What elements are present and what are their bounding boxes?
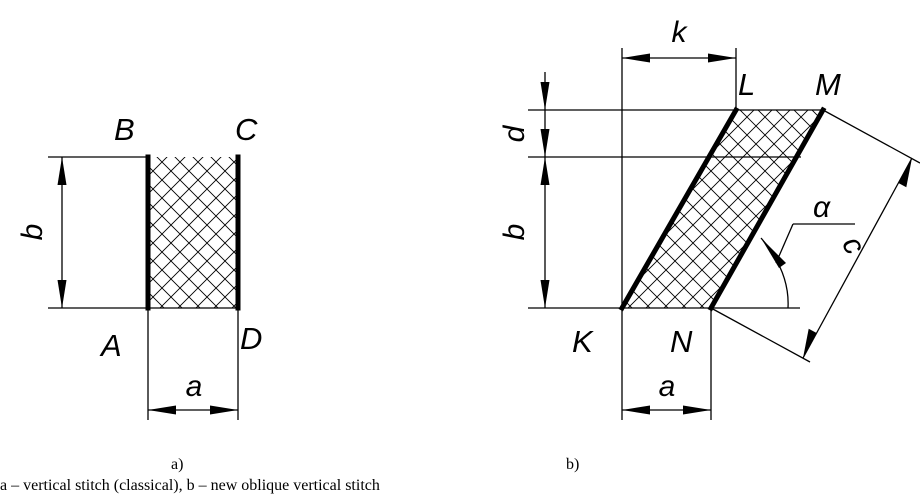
- figure-a: B C A D b a: [16, 112, 262, 420]
- figure-b-dim-c-arrow-bottom: [803, 328, 817, 358]
- figure-a-hatch: [148, 157, 238, 308]
- point-label-d: D: [240, 321, 262, 356]
- figure-b-c-extension-top: [822, 109, 920, 164]
- figure-a-dim-a-label: a: [186, 370, 203, 403]
- figure-b-dim-k-arrow-right: [708, 53, 736, 63]
- point-label-n: N: [670, 324, 693, 359]
- figure-b-edge-nm: [707, 106, 827, 312]
- figure-b-c-extension-bottom: [710, 307, 811, 363]
- figure-caption: a – vertical stitch (classical), b – new…: [0, 477, 380, 494]
- figure-a-dim-b-label: b: [16, 224, 49, 241]
- figure-a-dim-a-arrow-left: [148, 405, 176, 415]
- point-label-k: K: [572, 324, 594, 359]
- point-label-c: C: [235, 112, 258, 147]
- figure-b-dim-c-label: c: [835, 231, 871, 260]
- figure-a-dim-b-arrow-bottom: [57, 280, 67, 308]
- figure-b-angle-leader: [775, 223, 794, 264]
- figure-b-angle-arrow: [761, 238, 786, 268]
- point-label-m: M: [815, 67, 841, 102]
- figure-b-hatch: [622, 110, 823, 308]
- figure-b-dim-b-arrow-top: [540, 157, 550, 185]
- sub-caption-b: b): [566, 456, 580, 473]
- figure-b-dim-a-label: a: [659, 370, 676, 403]
- figure-b-dim-d-label: d: [498, 124, 531, 142]
- figure-b-dim-b-label: b: [498, 224, 531, 241]
- figure-b-dim-c-arrow-top: [898, 158, 912, 188]
- point-label-b: B: [114, 112, 135, 147]
- figure-a-dim-b-arrow-top: [57, 157, 67, 185]
- figure-b-dim-c-line: [802, 157, 913, 359]
- figure-b: L M K N k d b a c α: [498, 16, 920, 420]
- figure-b-dim-k-arrow-left: [622, 53, 650, 63]
- figure-b-dim-d-arrow-top: [540, 82, 550, 110]
- figure-b-dim-a-arrow-right: [683, 405, 711, 415]
- point-label-a: A: [99, 328, 122, 363]
- figure-b-dim-b-arrow-bottom: [540, 280, 550, 308]
- figure-b-edge-kl: [618, 106, 740, 312]
- figure-b-angle-arc: [760, 237, 789, 309]
- figure-a-dim-a-arrow-right: [210, 405, 238, 415]
- figure-b-dim-k-label: k: [672, 16, 689, 49]
- point-label-l: L: [738, 67, 755, 102]
- figure-b-angle-label: α: [813, 191, 831, 224]
- figure-b-dim-d-arrow-bottom: [540, 129, 550, 157]
- figure-b-dim-a-arrow-left: [622, 405, 650, 415]
- sub-caption-a: a): [171, 456, 184, 473]
